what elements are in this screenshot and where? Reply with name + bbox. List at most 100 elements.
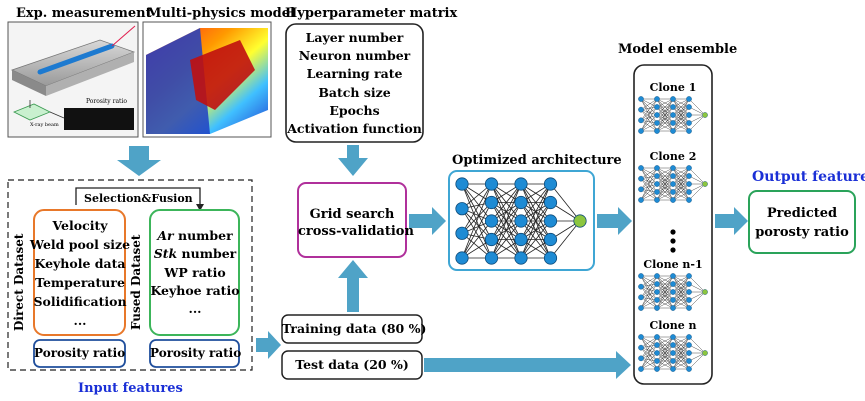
network-edge [656,275,674,285]
network-edge [550,183,581,222]
input-features-caption: Input features [78,381,183,396]
multiphysics-title: Multi-physics model [147,6,295,21]
network-edge [672,336,690,354]
network-edge [640,114,658,121]
network-node [514,232,528,247]
network-edge [461,183,492,234]
network-edge [656,167,674,185]
training-data-label: Training data (80 %) [282,321,427,336]
test-data-label: Test data (20 %) [295,357,409,372]
clone-n-network [638,334,708,372]
network-edge [461,208,492,259]
ellipsis-dot [670,229,676,235]
network-node [670,305,676,311]
network-edge [640,175,658,201]
network-edge [640,344,658,370]
network-edge [688,352,706,362]
network-node [686,358,692,364]
network-edge [520,183,551,240]
network-edge [672,344,690,370]
training-data-box [281,314,423,344]
direct-dataset-list: Velocity Weld pool size Keyhole data Tem… [30,218,130,328]
network-edge [461,220,492,259]
network-edge [640,275,658,298]
network-node [654,189,660,195]
network-edge [640,106,658,121]
network-node [686,297,692,303]
network-edge [640,275,658,293]
network-edge [640,178,658,185]
network-edge [640,98,658,108]
direct-item: ... [73,313,87,328]
network-node [543,195,558,210]
network-node [455,177,469,191]
network-edge [640,178,658,193]
ellipsis-dot [670,247,676,253]
network-edge [672,98,690,124]
laser-beam [111,25,136,47]
up-arrow-training [338,260,368,312]
network-edge [640,109,658,124]
network-node [654,96,660,102]
network-node [670,273,676,279]
network-edge [640,291,658,309]
network-edge [640,336,658,362]
network-node [670,289,676,295]
hyperparameter-item: Epochs [329,102,380,118]
network-node [686,273,692,279]
network-node [654,104,660,110]
network-edge [688,283,706,293]
network-edge [461,183,492,222]
network-edge [656,98,674,116]
output-node [702,350,708,356]
network-edge [672,98,690,132]
fused-target-box [149,339,240,368]
network-edge [640,183,658,201]
clone-1-network [638,96,708,134]
network-edge [640,352,658,359]
network-node [670,297,676,303]
network-edge [640,120,658,132]
network-edge [640,352,658,370]
network-edge [461,202,492,259]
network-edge [640,98,658,110]
network-edge [656,344,674,370]
network-edge [640,286,658,293]
network-node [654,273,660,279]
network-node [455,251,469,265]
network-node [686,342,692,348]
output-line2: porosty ratio [755,225,849,240]
network-edge [491,220,522,259]
xray-beam-label: X-ray beam [30,122,59,128]
fused-item: ... [188,301,202,316]
network-edge [688,114,706,124]
network-edge [672,291,690,309]
network-node [543,214,558,228]
network-node [654,165,660,171]
network-node [686,281,692,287]
network-node [686,165,692,171]
network-edge [640,275,658,285]
network-edge [656,122,674,132]
network-edge [688,336,706,354]
fused-item: Ar number [157,228,233,243]
network-edge [640,358,658,370]
architecture-title: Optimized architecture [452,153,622,168]
network-edge [672,360,690,370]
network-edge [672,191,690,201]
right-arrow-ensemble [715,207,748,235]
network-node [654,350,660,356]
network-edge [688,275,706,293]
network-edge [688,98,706,116]
direct-item: Temperature [35,275,125,290]
output-line1: Predicted [766,206,838,221]
network-edge [640,167,658,179]
network-edge [491,183,522,259]
network-edge [491,183,522,240]
network-edge [688,167,706,185]
network-edge [640,336,658,346]
network-edge [640,275,658,301]
network-node [654,197,660,203]
network-node [543,251,558,265]
multiphysics-panel [142,21,272,138]
